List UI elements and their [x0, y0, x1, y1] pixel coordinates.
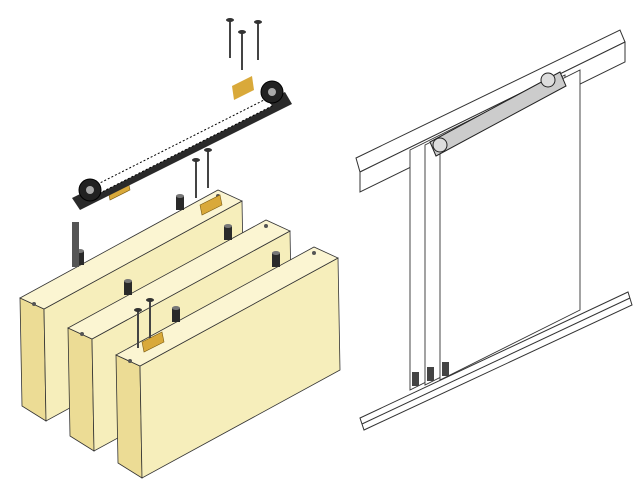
- pin-icon: [72, 222, 79, 267]
- pulley-hub: [86, 186, 94, 194]
- screw-head: [226, 18, 234, 22]
- floor-rail-groove: [361, 297, 631, 425]
- board-top-edge: [67, 219, 291, 340]
- pin-icon: [176, 196, 184, 210]
- pin-top: [172, 306, 180, 310]
- screw-head: [254, 20, 262, 24]
- pin-hole: [32, 302, 36, 306]
- screw-head: [134, 308, 142, 312]
- installed-track-view: [355, 29, 633, 431]
- pulley-icon: [540, 72, 556, 88]
- board-top-edge: [115, 246, 339, 367]
- screw-head: [146, 298, 154, 302]
- pin-top: [272, 251, 280, 255]
- door-boards: [19, 18, 341, 479]
- pin-hole: [128, 359, 132, 363]
- pulley-hub: [268, 88, 276, 96]
- pin-icon: [224, 226, 232, 240]
- pin-hole: [264, 224, 268, 228]
- board-end-face: [115, 354, 143, 479]
- pin-icon: [124, 281, 132, 295]
- bracket-icon: [232, 76, 254, 100]
- top-rail-assembly: [72, 76, 292, 210]
- door-guide: [412, 372, 419, 386]
- drive-belt: [89, 97, 273, 197]
- door-guide: [442, 362, 449, 376]
- door-guide: [427, 367, 434, 381]
- pin-hole: [80, 332, 84, 336]
- pin-top: [124, 279, 132, 283]
- bracket-icon: [141, 331, 165, 353]
- top-rail-mechanism: [429, 71, 567, 157]
- pin-hole: [312, 251, 316, 255]
- pin-icon: [272, 253, 280, 267]
- pulley-icon: [432, 137, 448, 153]
- screw-head: [238, 30, 246, 34]
- screw-head: [204, 148, 212, 152]
- board-end-face: [19, 297, 47, 422]
- bracket-icon: [199, 194, 223, 216]
- pin-icon: [76, 251, 84, 265]
- pin-top: [224, 224, 232, 228]
- pin-top: [176, 194, 184, 198]
- board-top-edge: [19, 189, 243, 310]
- screw-head: [192, 158, 200, 162]
- board-end-face: [67, 327, 95, 452]
- pin-icon: [172, 308, 180, 322]
